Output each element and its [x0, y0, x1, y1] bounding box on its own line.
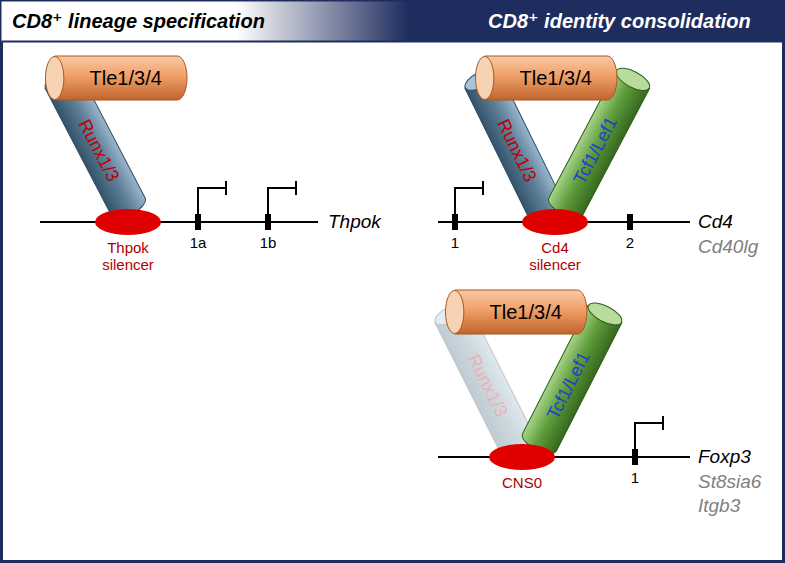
exon-number: 1 [451, 234, 459, 251]
silencer-ellipse [484, 444, 560, 470]
exon-number: 1 [631, 469, 639, 486]
exon-number: 1a [190, 234, 207, 251]
header-bar [2, 2, 784, 42]
gene-name: Thpok [328, 211, 381, 233]
panel-heading: CD8⁺ lineage specification [12, 9, 265, 33]
silencer-element: Thpok silencer [90, 209, 166, 274]
thpok-locus [40, 181, 318, 230]
header-rule [2, 41, 784, 43]
silencer-element: Cd4 silencer [517, 209, 593, 274]
silencer-ellipse [517, 209, 593, 235]
gene-name: Foxp3 [698, 446, 751, 468]
protein-name: Tle1/3/4 [90, 67, 162, 90]
silencer-name: CNS0 [484, 474, 560, 491]
exon-number: 1b [260, 234, 277, 251]
panel-heading: CD8⁺ identity consolidation [488, 9, 751, 33]
protein-cylinder: Tle1/3/4 [475, 56, 617, 100]
silencer-name: Cd4 silencer [517, 239, 593, 274]
gene-name: St8sia6 [698, 471, 761, 493]
gene-name: Cd40lg [698, 236, 758, 258]
protein-cylinder: Tle1/3/4 [45, 56, 187, 100]
gene-name: Itgb3 [698, 495, 740, 517]
silencer-element: CNS0 [484, 444, 560, 491]
protein-name: Tle1/3/4 [490, 301, 562, 324]
gene-name: Cd4 [698, 211, 733, 233]
silencer-name: Thpok silencer [90, 239, 166, 274]
silencer-ellipse [90, 209, 166, 235]
exon-number: 2 [626, 234, 634, 251]
protein-cylinder: Tle1/3/4 [445, 290, 587, 334]
protein-name: Tle1/3/4 [520, 67, 592, 90]
